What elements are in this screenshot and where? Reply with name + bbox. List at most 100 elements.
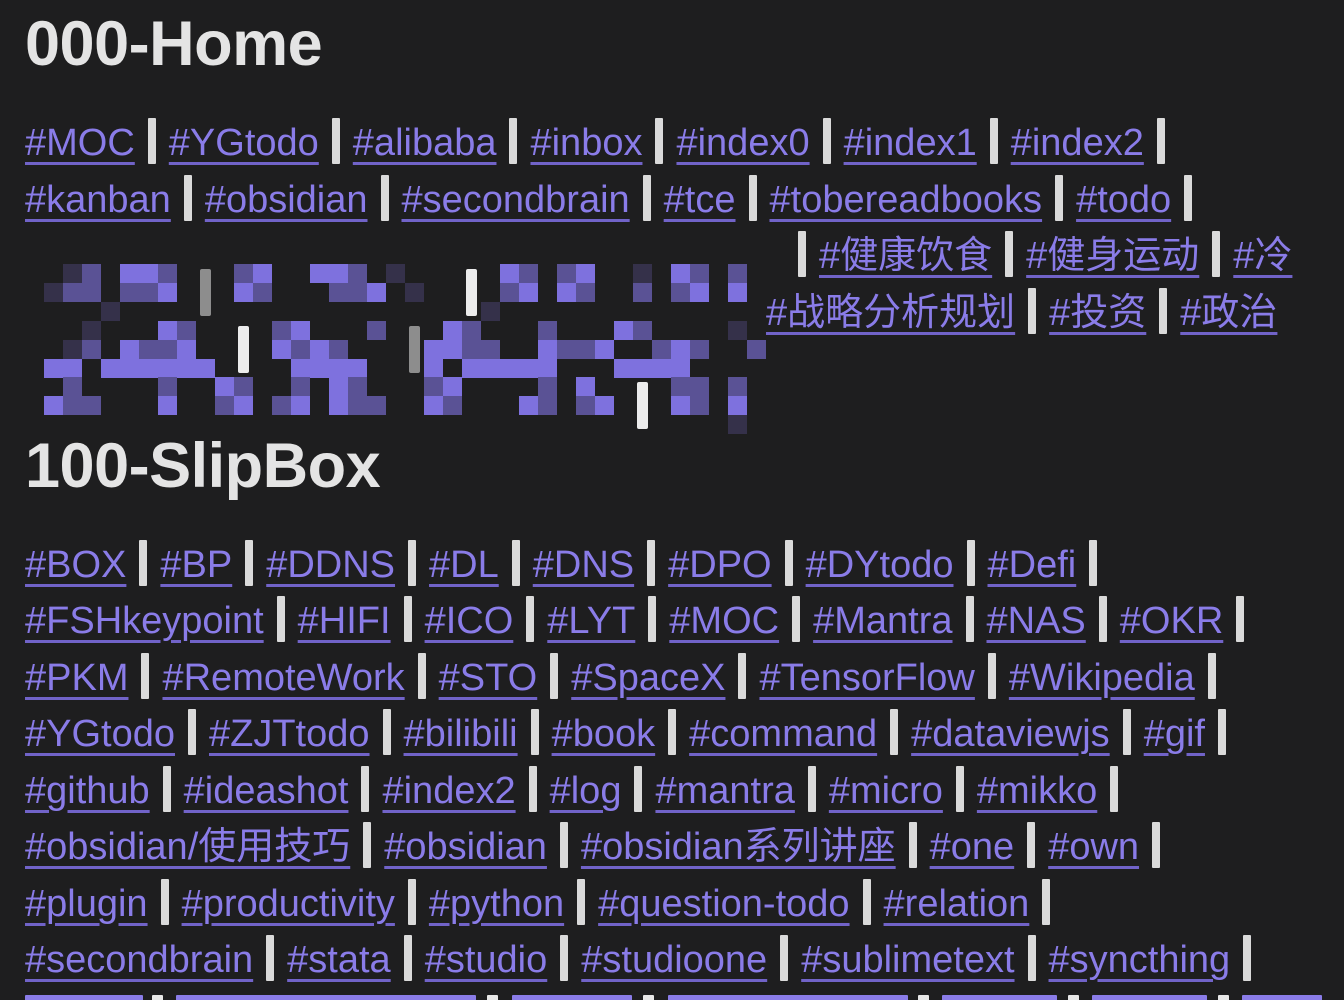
tag-link[interactable]: #HIFI <box>297 600 391 642</box>
tag-link[interactable]: #政治 <box>1180 291 1278 334</box>
tag-link[interactable]: #LYT <box>547 600 636 642</box>
tag-link[interactable]: #tobereadbooks <box>769 178 1043 221</box>
tag-link[interactable]: #stata <box>287 939 391 981</box>
mosaic-cell <box>82 283 101 302</box>
tag-link[interactable]: #BOX <box>25 543 127 586</box>
tag-link[interactable]: #dataviewjs <box>911 713 1110 755</box>
mosaic-cell <box>519 358 538 378</box>
tag-link[interactable]: #ICO <box>424 600 514 642</box>
tag-link[interactable]: #todo <box>1076 178 1172 221</box>
tag-link[interactable]: #plugin <box>25 882 148 925</box>
tag-link[interactable]: #BP <box>160 543 233 586</box>
tag-link[interactable]: #log <box>549 769 622 812</box>
tag-link[interactable]: #健康饮食 <box>819 235 993 277</box>
tag-separator <box>748 174 757 221</box>
tag-link[interactable]: #FSHkeypoint <box>25 600 264 642</box>
mosaic-cell <box>329 283 348 302</box>
tag-link[interactable]: #投资 <box>1049 291 1147 334</box>
tag-link[interactable]: #sublimetext <box>801 939 1015 981</box>
tag-link[interactable]: #YGtodo <box>168 122 319 164</box>
tag-link[interactable]: #syncthing <box>1048 939 1231 981</box>
tag-link[interactable]: #mantra <box>655 769 795 812</box>
tag-link[interactable]: #gif <box>1143 713 1205 755</box>
tag-separator <box>403 596 412 642</box>
tag-link[interactable]: #ideashot <box>183 769 349 812</box>
tag-link[interactable]: #YGtodo <box>25 713 175 755</box>
tag-link[interactable]: #obsidian/使用技巧 <box>25 826 351 868</box>
mosaic-cell <box>576 264 595 283</box>
mosaic-cell <box>462 358 481 378</box>
tag-link[interactable]: #Defi <box>987 543 1077 586</box>
tag-link[interactable]: #TensorFlow <box>759 656 975 699</box>
tag-link[interactable]: #DDNS <box>266 543 396 586</box>
tag-link[interactable]: #index2 <box>382 769 516 812</box>
tag-separator <box>382 709 391 755</box>
tag-link[interactable]: #studio <box>424 939 548 981</box>
tag-link[interactable]: #bilibili <box>403 713 518 755</box>
tag-link[interactable]: #冷 <box>1233 235 1293 277</box>
tag-link[interactable]: #SpaceX <box>571 656 726 699</box>
tag-separator <box>238 325 249 373</box>
tag-link[interactable]: #productivity <box>181 882 395 925</box>
tag-separator <box>908 822 917 868</box>
tag-link[interactable]: #战略分析规划 <box>766 291 1016 334</box>
clipped-tag-row-fragment <box>152 995 163 1000</box>
tag-link[interactable]: #DPO <box>668 543 772 586</box>
tag-link[interactable]: #index2 <box>1010 122 1144 164</box>
tag-link[interactable]: #STO <box>438 656 538 699</box>
tag-link[interactable]: #index1 <box>843 122 977 164</box>
tag-link[interactable]: #question-todo <box>598 882 850 925</box>
mosaic-cell <box>633 358 652 378</box>
tag-separator <box>363 822 372 868</box>
tag-link[interactable]: #DL <box>429 543 499 586</box>
tag-link[interactable]: #MOC <box>25 122 135 164</box>
mosaic-cell <box>348 377 367 396</box>
tag-link[interactable]: #alibaba <box>352 122 497 164</box>
tag-link[interactable]: #obsidian <box>204 178 368 221</box>
tag-link[interactable]: #MOC <box>669 600 780 642</box>
tag-link[interactable]: #github <box>25 769 150 812</box>
tag-separator <box>577 878 586 925</box>
tag-link[interactable]: #OKR <box>1119 600 1224 642</box>
tag-link[interactable]: #command <box>689 713 878 755</box>
tag-link[interactable]: #relation <box>883 882 1030 925</box>
tag-link[interactable]: #secondbrain <box>401 178 630 221</box>
tag-link[interactable]: #own <box>1048 826 1140 868</box>
tag-link[interactable]: #studioone <box>581 939 768 981</box>
clipped-tag-row-fragment <box>918 995 929 1000</box>
tag-link[interactable]: #obsidian <box>384 826 547 868</box>
mosaic-cell <box>538 320 557 340</box>
tag-separator <box>1110 765 1119 812</box>
tag-link[interactable]: #DNS <box>532 543 635 586</box>
mosaic-cell <box>500 283 519 302</box>
tag-link[interactable]: #PKM <box>25 656 129 699</box>
tag-link[interactable]: #Mantra <box>813 600 953 642</box>
tag-link[interactable]: #tce <box>663 178 736 221</box>
tag-link[interactable]: #健身运动 <box>1026 235 1200 277</box>
tag-separator <box>245 539 254 586</box>
tag-link[interactable]: #ZJTtodo <box>209 713 370 755</box>
tag-link[interactable]: #DYtodo <box>805 543 954 586</box>
tag-link[interactable]: #NAS <box>986 600 1086 642</box>
tag-link[interactable]: #inbox <box>530 122 643 164</box>
tag-separator <box>408 539 417 586</box>
tag-line: #plugin #productivity #python #question-tod… <box>25 876 1319 933</box>
tag-link[interactable]: #kanban <box>25 178 171 221</box>
mosaic-cell <box>424 339 443 359</box>
tag-link[interactable]: #mikko <box>976 769 1098 812</box>
tag-link[interactable]: #obsidian系列讲座 <box>580 826 896 868</box>
tag-link[interactable]: #Wikipedia <box>1008 656 1195 699</box>
tag-link[interactable]: #secondbrain <box>25 939 254 981</box>
mosaic-cell <box>728 320 747 340</box>
tag-link[interactable]: #python <box>428 882 565 925</box>
tag-link[interactable]: #micro <box>828 769 943 812</box>
tag-line: #健康饮食 #健身运动 #冷 <box>25 228 1319 321</box>
tag-separator <box>1236 596 1245 642</box>
tag-link[interactable]: #index0 <box>676 122 810 164</box>
clipped-tag-row-fragment <box>1092 995 1207 1000</box>
tag-link[interactable]: #RemoteWork <box>162 656 405 699</box>
tag-link[interactable]: #one <box>929 826 1015 868</box>
mosaic-cell <box>234 264 253 283</box>
tag-link[interactable]: #book <box>551 713 656 755</box>
